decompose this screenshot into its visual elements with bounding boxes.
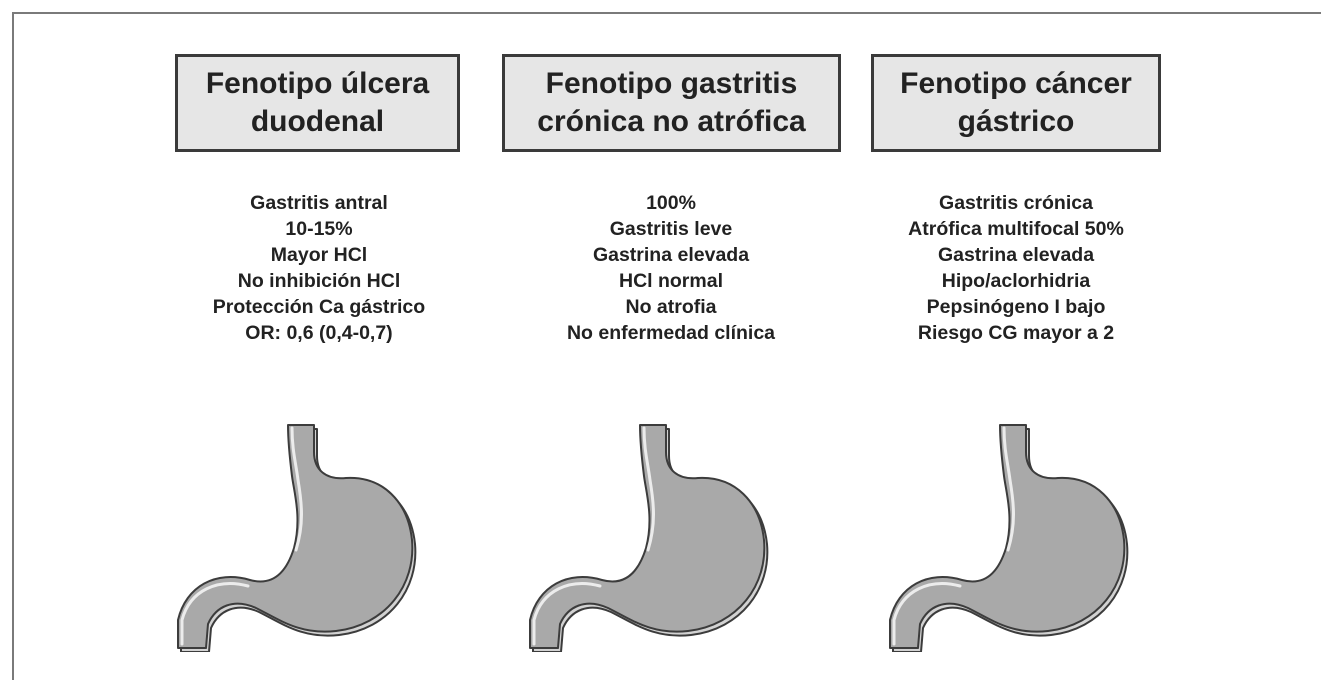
title-chronic-gastritis: Fenotipo gastritis crónica no atrófica [537, 65, 805, 141]
desc-line: Gastrina elevada [852, 242, 1180, 268]
desc-line: Pepsinógeno I bajo [852, 294, 1180, 320]
desc-line: Hipo/aclorhidria [852, 268, 1180, 294]
description-duodenal-ulcer: Gastritis antral 10-15% Mayor HCl No inh… [160, 190, 478, 346]
description-gastric-cancer: Gastritis crónica Atrófica multifocal 50… [852, 190, 1180, 346]
desc-line: 100% [510, 190, 832, 216]
title-box-gastric-cancer: Fenotipo cáncer gástrico [871, 54, 1161, 152]
desc-line: OR: 0,6 (0,4-0,7) [160, 320, 478, 346]
desc-line: No inhibición HCl [160, 268, 478, 294]
title-box-duodenal-ulcer: Fenotipo úlcera duodenal [175, 54, 460, 152]
desc-line: Riesgo CG mayor a 2 [852, 320, 1180, 346]
desc-line: Protección Ca gástrico [160, 294, 478, 320]
desc-line: No enfermedad clínica [510, 320, 832, 346]
stomach-icon [168, 420, 428, 652]
desc-line: Gastrina elevada [510, 242, 832, 268]
desc-line: Mayor HCl [160, 242, 478, 268]
title-gastric-cancer: Fenotipo cáncer gástrico [900, 65, 1132, 141]
stomach-icon [880, 420, 1140, 652]
desc-line: Gastritis leve [510, 216, 832, 242]
description-chronic-gastritis: 100% Gastritis leve Gastrina elevada HCl… [510, 190, 832, 346]
desc-line: HCl normal [510, 268, 832, 294]
desc-line: No atrofia [510, 294, 832, 320]
title-box-chronic-gastritis: Fenotipo gastritis crónica no atrófica [502, 54, 841, 152]
desc-line: Gastritis crónica [852, 190, 1180, 216]
title-duodenal-ulcer: Fenotipo úlcera duodenal [206, 65, 429, 141]
stomach-icon [520, 420, 780, 652]
desc-line: Atrófica multifocal 50% [852, 216, 1180, 242]
desc-line: 10-15% [160, 216, 478, 242]
desc-line: Gastritis antral [160, 190, 478, 216]
